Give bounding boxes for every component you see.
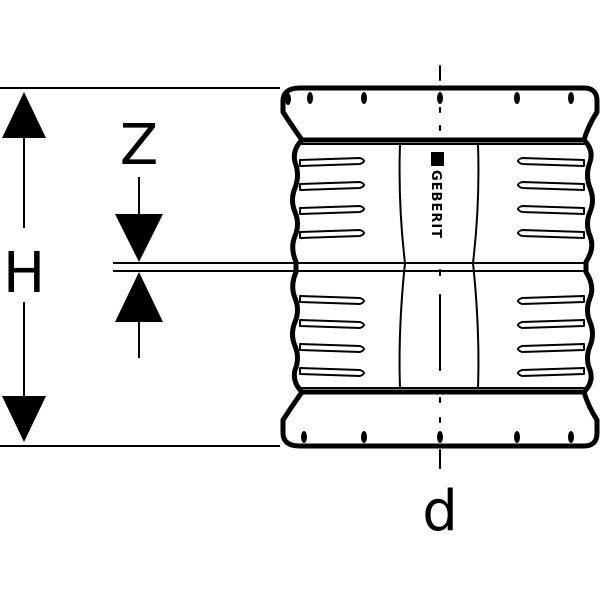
offset-label: Z [120,113,158,178]
brand-text: GEBERIT [428,170,443,239]
extension-lines [0,87,296,447]
body-right-outline [581,137,595,395]
coupling-fitting [280,85,600,449]
height-label: H [3,241,45,306]
label-panel-right [472,143,480,389]
body-left-outline [290,137,305,395]
offset-arrow-down [115,214,163,262]
bottom-rim-notches [301,431,574,443]
brand-marking: GEBERIT [428,152,444,239]
left-ribs-upper [299,157,365,239]
offset-arrow-up [115,272,163,322]
top-rim-notches [285,92,574,105]
height-arrow-up [2,92,46,138]
left-ribs-lower [299,295,365,377]
right-ribs-upper [517,157,585,239]
height-dimension: H [2,92,46,442]
label-panel-left [398,143,406,389]
right-ribs-lower [517,295,585,377]
brand-logo-mark [431,152,444,166]
diameter-label: d [422,479,458,544]
offset-dimension: Z [115,113,163,358]
height-arrow-down [2,396,46,442]
